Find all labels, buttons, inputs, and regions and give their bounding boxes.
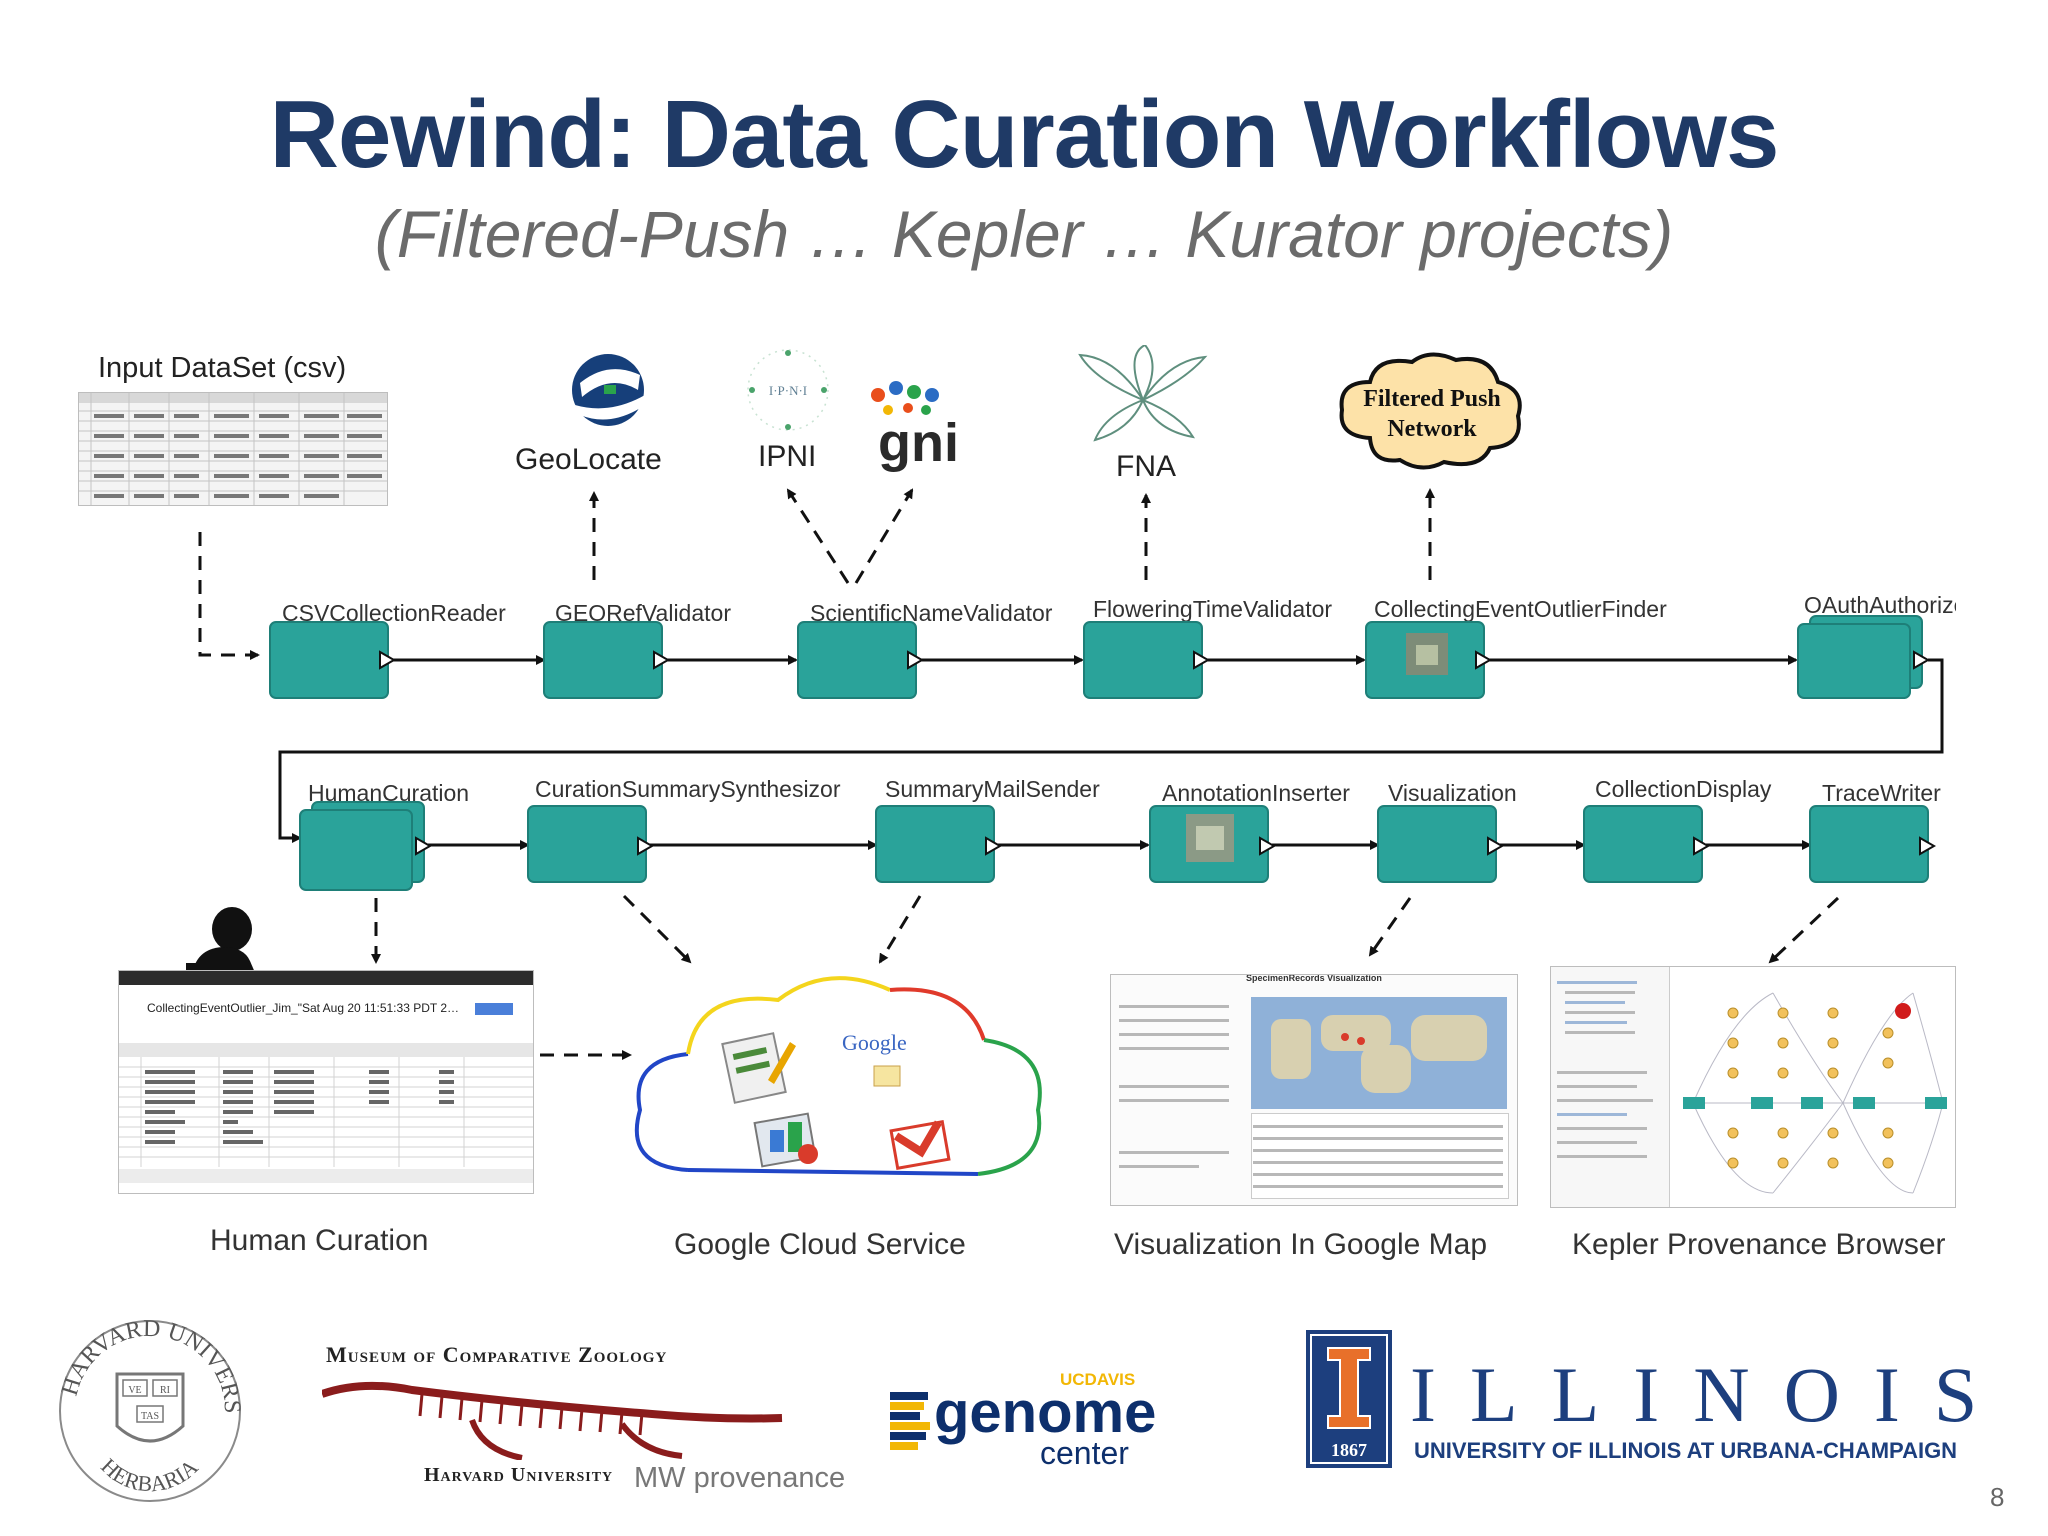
- actor-collecting-event-outlier-finder[interactable]: [1365, 621, 1493, 699]
- actor-label-visualization: Visualization: [1388, 780, 1517, 806]
- actor-label-trace-writer: TraceWriter: [1822, 780, 1941, 806]
- slide-title: Rewind: Data Curation Workflows: [269, 81, 1780, 188]
- oauth-to-human-curation-connector: [278, 658, 1944, 843]
- actor-collection-display[interactable]: [1583, 805, 1711, 883]
- kepler-provenance-browser-screenshot: [1550, 966, 1956, 1208]
- fna-label: FNA: [1116, 450, 1176, 483]
- visualization-to-map-arrow: [1368, 897, 1412, 957]
- mw-provenance-text: MW provenance: [634, 1462, 846, 1494]
- harvard-university-name: Harvard University: [424, 1464, 614, 1486]
- filtered-push-line-2: Network: [1387, 416, 1477, 442]
- svg-text:genome: genome: [934, 1380, 1156, 1445]
- caption-human-curation: Human Curation: [210, 1224, 429, 1257]
- page-number: 8: [1990, 1482, 2005, 1512]
- ipni-logo-icon: I·P·N·I: [747, 349, 829, 431]
- actor-georef-validator[interactable]: [543, 621, 671, 699]
- synthesizor-to-cloud-arrow: [622, 894, 692, 964]
- svg-text:RI: RI: [160, 1385, 170, 1396]
- actor-label-collection-display: CollectionDisplay: [1595, 776, 1772, 802]
- sciname-to-ipni-arrow: [786, 488, 850, 584]
- svg-text:UCDAVIS: UCDAVIS: [1060, 1370, 1135, 1389]
- mcz-fossil-skeleton-logo: [322, 1381, 783, 1460]
- uiuc-name: UNIVERSITY OF ILLINOIS AT URBANA-CHAMPAI…: [1414, 1438, 1958, 1463]
- actor-annotation-inserter[interactable]: [1149, 805, 1277, 883]
- illinois-wordmark: ILLINOIS: [1410, 1351, 2012, 1438]
- filtered-push-network-cloud-icon: Filtered Push Network: [1339, 352, 1522, 470]
- actor-summary-mail-sender[interactable]: [875, 805, 1003, 883]
- caption-kepler-provenance-browser: Kepler Provenance Browser: [1572, 1228, 1946, 1261]
- mail-to-cloud-arrow: [878, 895, 922, 964]
- actor-label-curation-summary-synthesizor: CurationSummarySynthesizor: [535, 776, 841, 802]
- csv-spreadsheet-thumbnail: [78, 392, 388, 506]
- visualization-screenshot-title: SpecimenRecords Visualization: [1246, 974, 1382, 983]
- filtered-push-line-1: Filtered Push: [1363, 386, 1501, 412]
- actor-label-flowering-time-validator: FloweringTimeValidator: [1093, 596, 1333, 622]
- google-docs-icon: [721, 1032, 796, 1104]
- ucdavis-genome-center-logo: UCDAVIS genome center: [890, 1370, 1156, 1470]
- illinois-block-i-logo: 1867: [1306, 1330, 1392, 1468]
- gni-dots-icon: [871, 381, 939, 415]
- actor-scientific-name-validator[interactable]: [797, 621, 925, 699]
- ipni-label: IPNI: [758, 440, 817, 473]
- ipni-logo-text: I·P·N·I: [769, 383, 807, 398]
- human-curation-spreadsheet-screenshot: CollectingEventOutlier_Jim_"Sat Aug 20 1…: [118, 970, 534, 1194]
- tracewriter-to-browser-arrow: [1768, 896, 1840, 964]
- actor-label-summary-mail-sender: SummaryMailSender: [885, 776, 1100, 802]
- human-curation-doc-title: CollectingEventOutlier_Jim_"Sat Aug 20 1…: [147, 1001, 459, 1015]
- visualization-map-screenshot: SpecimenRecords Visualization: [1110, 974, 1518, 1206]
- gmail-icon: [889, 1120, 951, 1170]
- sciname-to-gni-arrow: [854, 488, 914, 584]
- actor-curation-summary-synthesizor[interactable]: [527, 805, 655, 883]
- harvard-herbaria-seal-logo: HARVARD UNIVERSITY HERBARIA VE RI TAS: [55, 1316, 245, 1502]
- svg-text:VE: VE: [128, 1385, 141, 1396]
- actor-csv-collection-reader[interactable]: [269, 621, 397, 699]
- fna-flower-icon: [1078, 345, 1208, 442]
- actor-trace-writer[interactable]: [1809, 805, 1937, 883]
- google-presentation-icon: [753, 1112, 818, 1168]
- csv-grid-icon: [79, 393, 387, 505]
- geolocate-label: GeoLocate: [515, 443, 662, 476]
- mcz-name: Museum of Comparative Zoology: [326, 1342, 668, 1367]
- google-maps-text: Google: [842, 1030, 907, 1055]
- gni-label: gni: [878, 413, 959, 473]
- google-maps-icon: Google: [842, 1030, 907, 1087]
- geolocate-globe-icon: [572, 354, 645, 426]
- actor-label-collecting-event-outlier-finder: CollectingEventOutlierFinder: [1374, 596, 1667, 622]
- actor-visualization[interactable]: [1377, 805, 1505, 883]
- actor-label-annotation-inserter: AnnotationInserter: [1162, 780, 1350, 806]
- google-cloud-service-diagram: Google: [634, 976, 1042, 1176]
- input-dataset-label: Input DataSet (csv): [98, 352, 347, 384]
- caption-visualization-google-map: Visualization In Google Map: [1114, 1228, 1488, 1261]
- slide-subtitle: (Filtered-Push … Kepler … Kurator projec…: [374, 197, 1674, 271]
- actor-flowering-time-validator[interactable]: [1083, 621, 1211, 699]
- svg-text:TAS: TAS: [141, 1411, 159, 1422]
- actor-oauth-authorize[interactable]: [1797, 615, 1931, 699]
- svg-text:center: center: [1040, 1435, 1129, 1470]
- actor-human-curation[interactable]: [299, 801, 433, 891]
- input-to-reader-arrow: [198, 532, 260, 660]
- human-silhouette-icon: [186, 907, 256, 975]
- svg-text:1867: 1867: [1331, 1440, 1367, 1460]
- actor-label-oauth-authorize: OAuthAuthorize: [1804, 592, 1956, 618]
- caption-google-cloud-service: Google Cloud Service: [674, 1228, 966, 1261]
